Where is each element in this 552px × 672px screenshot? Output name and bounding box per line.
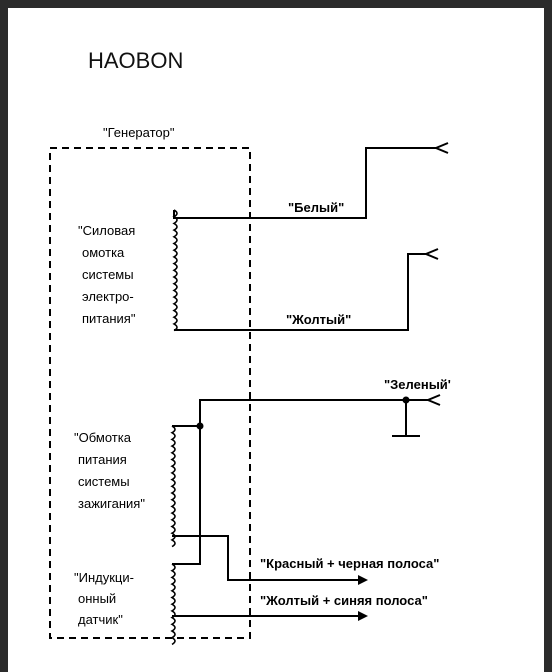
brand-title: HAOBON [88, 48, 183, 73]
generator-label: "Генератор" [103, 125, 175, 140]
power-coil-label: "Силовая омотка системы электро- питания… [78, 223, 139, 326]
ignition-coil-label: "Обмотка питания системы зажигания" [74, 430, 145, 511]
wire-green [172, 399, 428, 427]
wire-yellow-blue-label: "Жолтый + синяя полоса" [260, 593, 428, 608]
wire-yellow-label: "Жолтый" [286, 312, 351, 327]
connector-green [425, 394, 441, 406]
wire-yellow [174, 253, 426, 331]
connector-white [433, 142, 449, 154]
diagram-sheet: HAOBON "Генератор" "Силовая омотка систе… [8, 8, 544, 672]
ignition-coil [170, 425, 176, 548]
arrow-yellow-blue [358, 611, 368, 621]
connector-yellow [423, 248, 439, 260]
generator-boundary [49, 147, 251, 639]
power-coil [172, 209, 178, 332]
wire-red-black-label: "Красный + черная полоса" [260, 556, 439, 571]
wire-white-label: "Белый" [288, 200, 344, 215]
wire-white [173, 147, 436, 219]
wire-common [172, 426, 201, 565]
arrow-red-black [358, 575, 368, 585]
inductive-coil-label: "Индукци- онный датчик" [74, 570, 138, 627]
inductive-coil [170, 563, 176, 646]
wiring-diagram: HAOBON "Генератор" "Силовая омотка систе… [49, 48, 451, 646]
wire-green-label: "Зеленый' [384, 377, 451, 392]
